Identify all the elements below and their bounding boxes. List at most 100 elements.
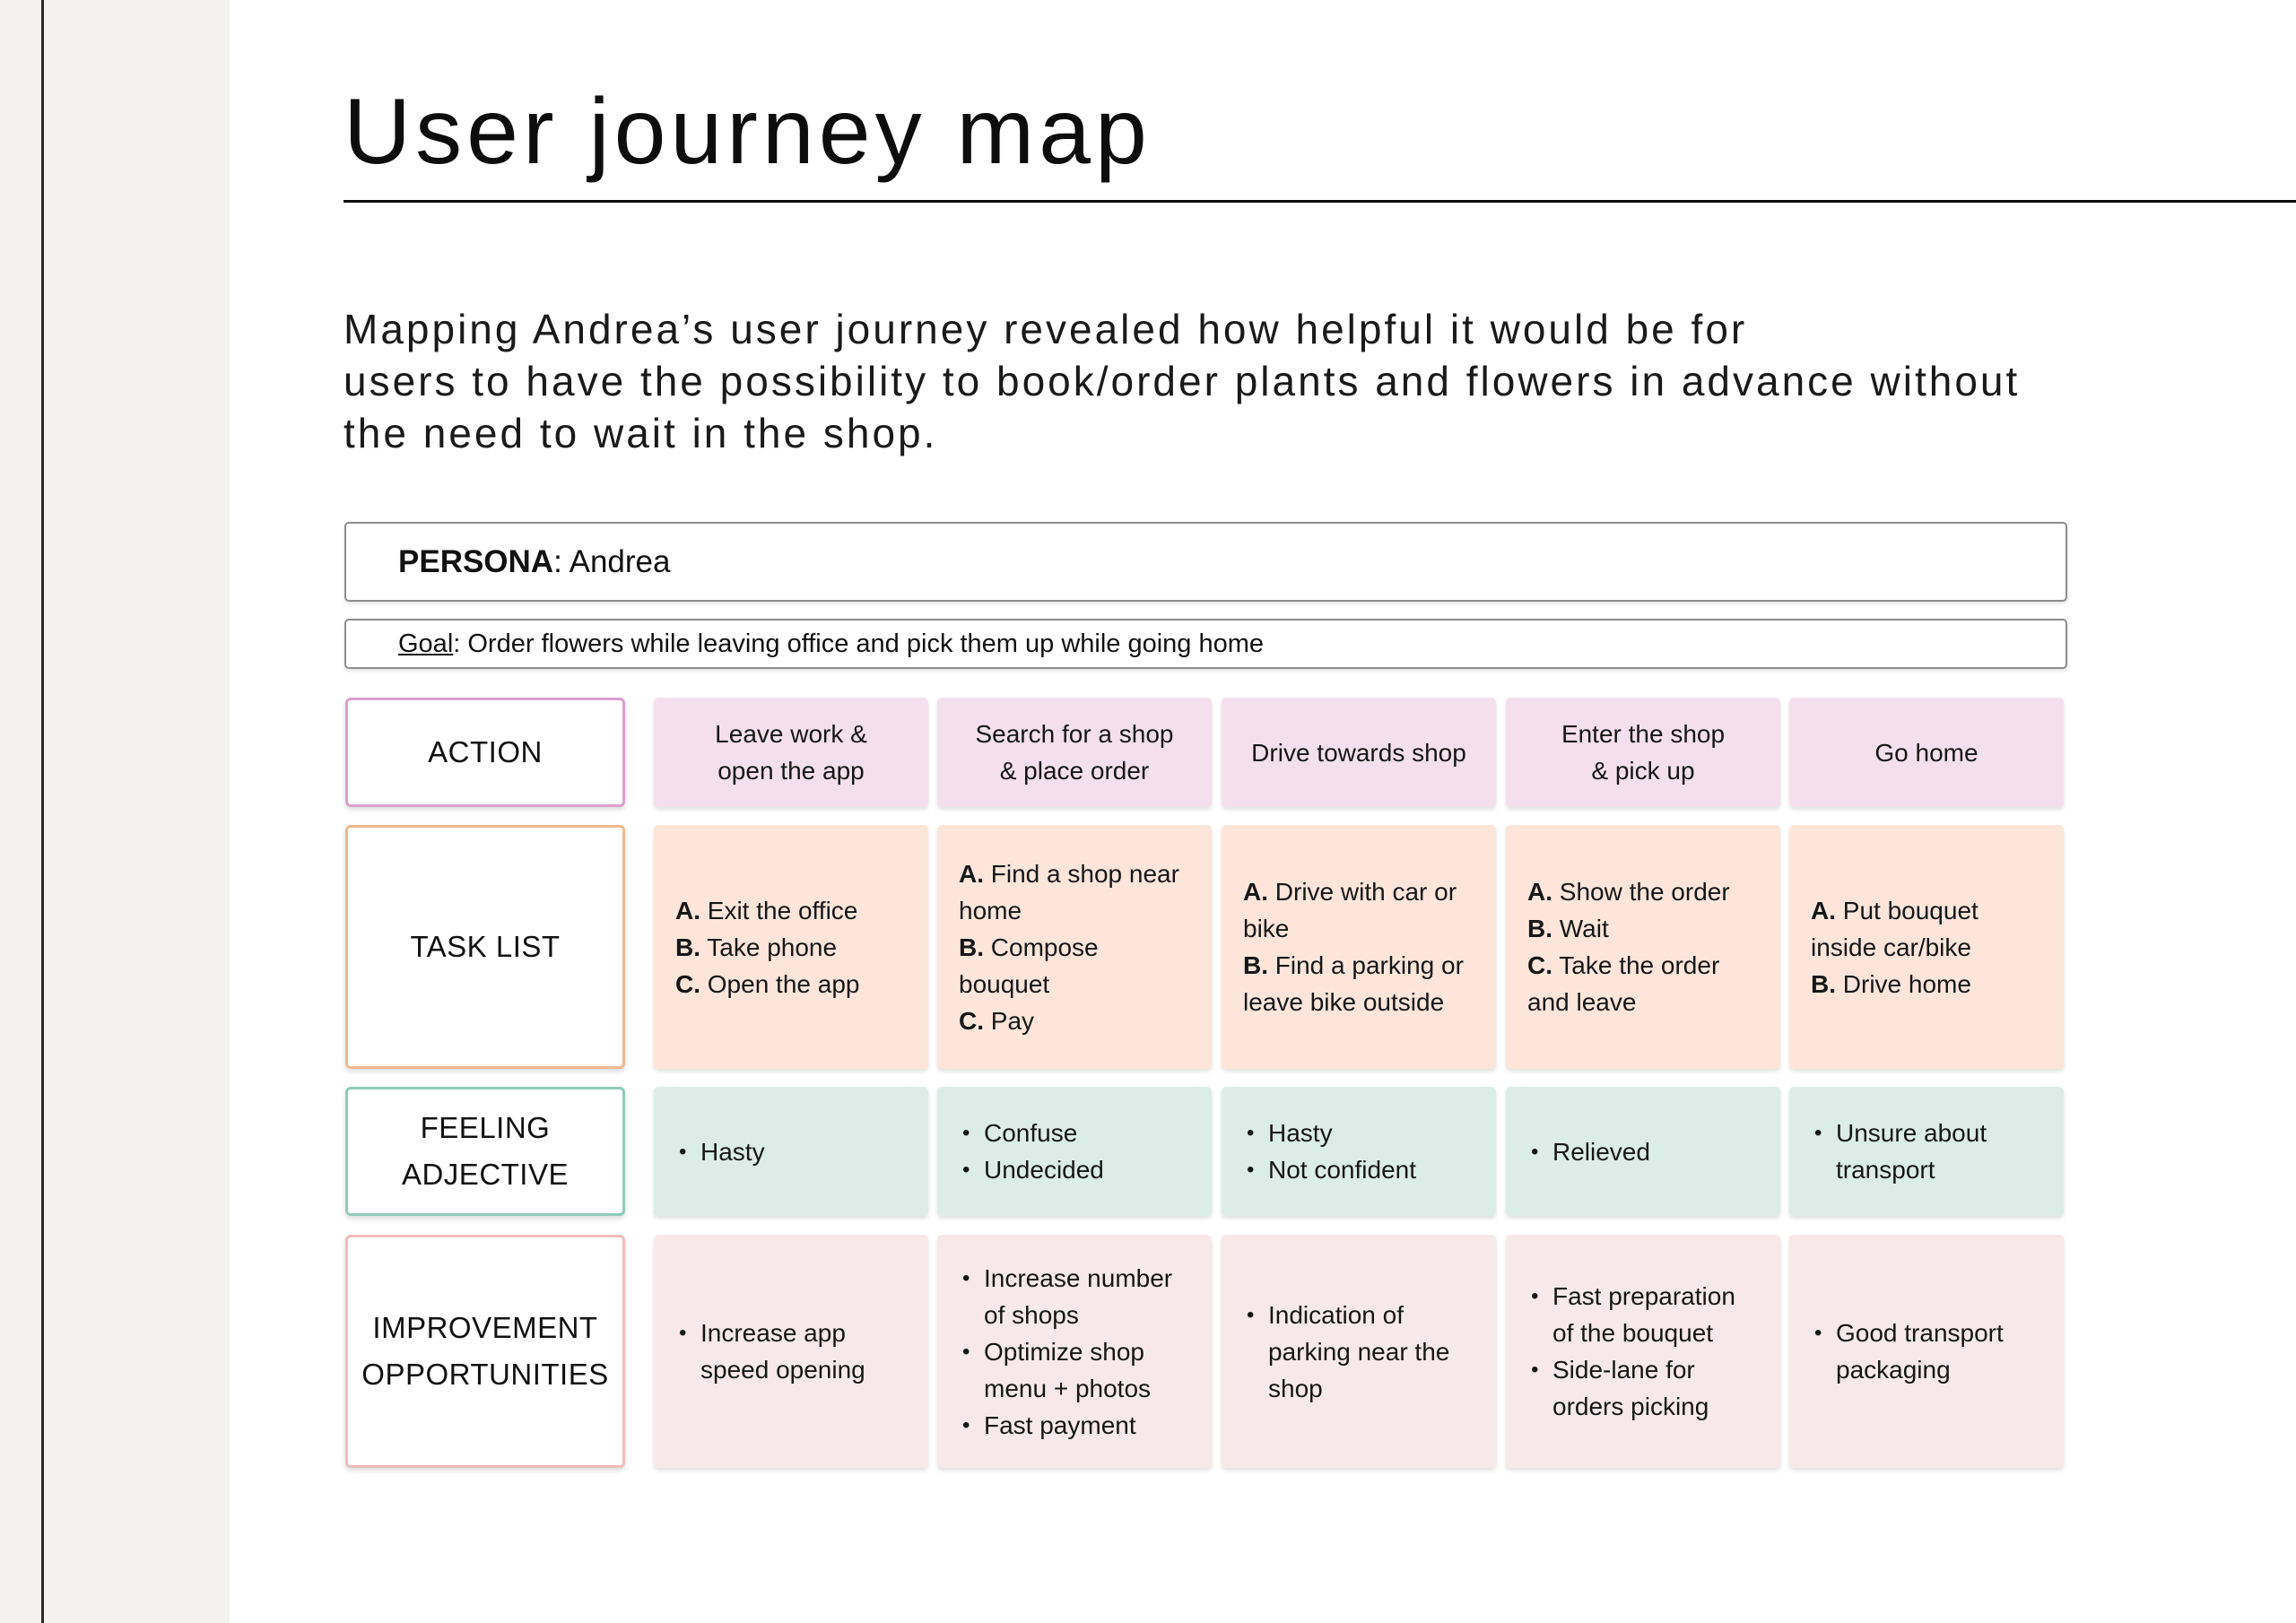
task-text: Find a shop near	[984, 859, 1179, 888]
task-text: Find a parking or	[1268, 951, 1464, 979]
bullet-line: Increase number	[984, 1263, 1173, 1292]
bullet-line: of the bouquet	[1552, 1319, 1714, 1347]
feeling-list: ConfuseUndecided	[959, 1115, 1104, 1188]
action-line: Search for a shop	[975, 720, 1174, 748]
bullet-line: Hasty	[1268, 1119, 1333, 1147]
task-line: B. Drive home	[1811, 966, 1979, 1002]
intro-paragraph: Mapping Andrea’s user journey revealed h…	[344, 303, 2101, 459]
task-text: and leave	[1527, 988, 1637, 1016]
bullet-line: Hasty	[700, 1137, 765, 1166]
bullet-item: Hasty	[675, 1133, 765, 1170]
bullet-line: Side-lane for	[1552, 1356, 1695, 1384]
feeling-list: HastyNot confident	[1243, 1115, 1416, 1188]
goal-box: Goal: Order flowers while leaving office…	[344, 619, 2067, 669]
improvement-list: Fast preparation of the bouquetSide-lane …	[1527, 1278, 1735, 1425]
bullet-line: Relieved	[1552, 1137, 1650, 1166]
bullet-line: shop	[1268, 1374, 1323, 1402]
task-line: B. Wait	[1527, 910, 1730, 947]
action-text: Search for a shop & place order	[975, 716, 1173, 789]
task-line: C. Open the app	[675, 966, 859, 1002]
task-text: Compose	[984, 933, 1099, 961]
task-line: A. Find a shop near	[959, 855, 1179, 892]
bullet-line: packaging	[1836, 1356, 1951, 1384]
task-line: A. Exit the office	[675, 892, 859, 929]
bullet-item: Fast preparation of the bouquet	[1527, 1278, 1735, 1351]
action-line: & place order	[999, 757, 1150, 785]
action-text: Leave work &open the app	[715, 716, 867, 789]
intro-line: the need to wait in the shop.	[344, 410, 938, 456]
bullet-item: Confuse	[959, 1115, 1104, 1151]
improvement-cell: Fast preparation of the bouquetSide-lane …	[1506, 1235, 1780, 1468]
bullet-line: of shops	[984, 1300, 1079, 1329]
row-label-text: FEELING	[420, 1111, 551, 1144]
task-marker: A.	[1243, 878, 1268, 906]
title-divider	[344, 200, 2296, 203]
bullet-line: Unsure about	[1836, 1119, 1987, 1147]
task-marker: A.	[1811, 896, 1836, 924]
task-line: and leave	[1527, 984, 1730, 1020]
bullet-line: Indication of	[1268, 1300, 1404, 1329]
row-label-text: ADJECTIVE	[401, 1158, 570, 1191]
feeling-list: Hasty	[675, 1133, 765, 1170]
task-line: B. Find a parking or	[1243, 947, 1464, 984]
bullet-line: Fast preparation	[1552, 1282, 1735, 1310]
task-marker: C.	[1527, 951, 1552, 979]
action-text: Go home	[1874, 734, 1978, 771]
bullet-line: speed opening	[700, 1356, 865, 1384]
task-marker: A.	[1527, 878, 1552, 906]
left-margin-band	[0, 0, 230, 1623]
task-text: Show the order	[1552, 878, 1730, 906]
bullet-item: Optimize shop menu + photos	[959, 1333, 1172, 1407]
bullet-line: Not confident	[1268, 1156, 1416, 1184]
page-title: User journey map	[344, 80, 1152, 184]
bullet-item: Fast payment	[959, 1407, 1172, 1444]
task-marker: C.	[959, 1006, 984, 1035]
intro-line: Mapping Andrea’s user journey revealed h…	[344, 306, 1748, 352]
row-label-text: TASK LIST	[410, 930, 561, 963]
task-text: Take phone	[700, 933, 838, 961]
bullet-item: Undecided	[959, 1151, 1104, 1188]
task-line: C. Pay	[959, 1002, 1179, 1039]
row-label-text: IMPROVEMENT	[372, 1311, 598, 1344]
feeling-cell: Hasty	[654, 1087, 928, 1216]
bullet-line: Fast payment	[984, 1410, 1136, 1439]
task-marker: A.	[675, 896, 700, 924]
row-label-action: ACTION	[345, 698, 625, 807]
task-line: C. Take the order	[1527, 947, 1730, 984]
task-text: leave bike outside	[1243, 988, 1445, 1016]
goal-value: : Order flowers while leaving office and…	[453, 629, 1265, 658]
task-text: bouquet	[959, 969, 1050, 998]
task-text: Drive home	[1836, 969, 1971, 998]
bullet-line: Optimize shop	[984, 1337, 1144, 1366]
bullet-line: Undecided	[984, 1156, 1104, 1184]
action-cell: Search for a shop & place order	[937, 698, 1212, 807]
improvement-cell: Increase number of shopsOptimize shop menu…	[937, 1235, 1212, 1468]
goal-label: Goal	[398, 629, 454, 658]
action-line: open the app	[718, 757, 865, 785]
bullet-line: Confuse	[984, 1119, 1078, 1147]
persona-box: PERSONA: Andrea	[344, 522, 2067, 602]
feeling-cell: ConfuseUndecided	[937, 1087, 1212, 1216]
task-text: Exit the office	[700, 896, 858, 924]
feeling-cell: Relieved	[1506, 1087, 1780, 1216]
task-line: home	[959, 892, 1179, 929]
task-line: B. Compose	[959, 929, 1179, 966]
persona-value: : Andrea	[553, 543, 671, 579]
task-marker: C.	[675, 969, 700, 998]
action-line: Go home	[1874, 738, 1979, 767]
row-label-feeling-adjective: FEELING ADJECTIVE	[345, 1087, 625, 1216]
bullet-line: menu + photos	[984, 1374, 1152, 1402]
